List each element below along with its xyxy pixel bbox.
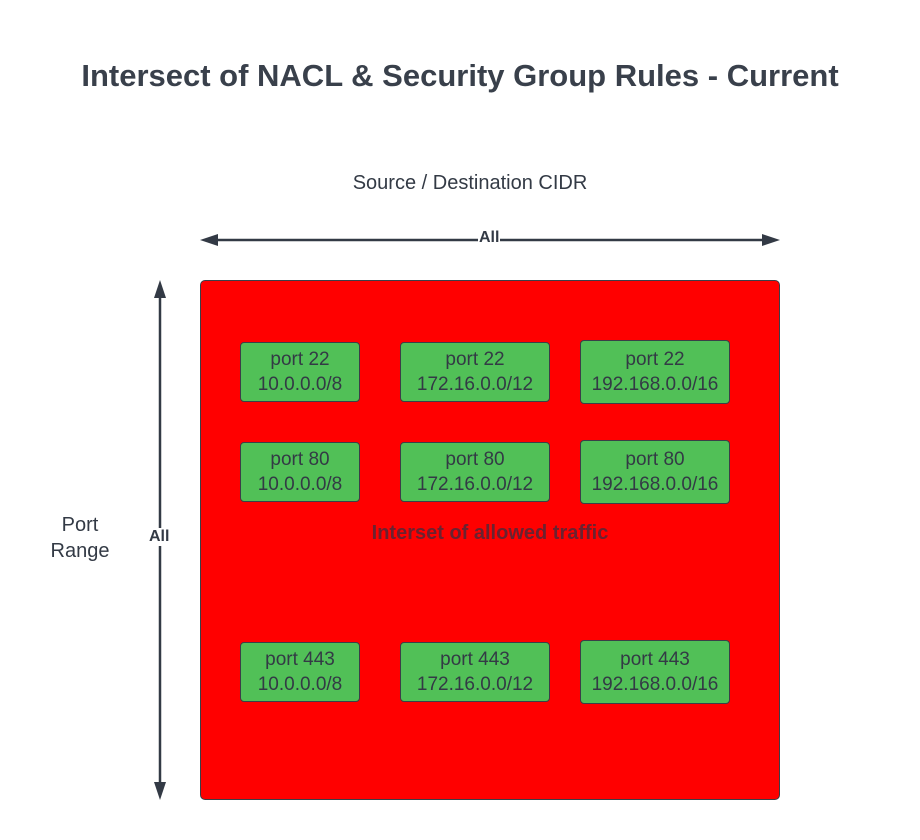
rule-cidr: 10.0.0.0/8	[257, 674, 343, 695]
x-arrowhead-right	[762, 234, 780, 246]
rule-port: port 443	[265, 649, 335, 670]
rule-cidr: 172.16.0.0/12	[416, 374, 534, 395]
rule-box[interactable]: port 22 10.0.0.0/8	[240, 342, 360, 402]
rule-cidr: 172.16.0.0/12	[416, 474, 534, 495]
rule-port: port 443	[620, 649, 690, 670]
rule-box[interactable]: port 22 192.168.0.0/16	[580, 340, 730, 404]
y-axis-label-line2: Range	[50, 540, 110, 562]
rule-port: port 443	[440, 649, 510, 670]
y-arrowhead-top	[154, 280, 166, 298]
x-axis-range-label: All	[478, 229, 501, 247]
rule-box[interactable]: port 80 192.168.0.0/16	[580, 440, 730, 504]
rule-box[interactable]: port 22 172.16.0.0/12	[400, 342, 550, 402]
rule-cidr: 10.0.0.0/8	[257, 374, 343, 395]
x-axis-label: Source / Destination CIDR	[352, 172, 588, 194]
region-label: Interset of allowed traffic	[371, 522, 609, 544]
rule-port: port 22	[445, 349, 505, 370]
rule-box[interactable]: port 443 192.168.0.0/16	[580, 640, 730, 704]
rule-port: port 80	[270, 449, 330, 470]
diagram-title: Intersect of NACL & Security Group Rules…	[81, 58, 839, 93]
rule-box[interactable]: port 443 10.0.0.0/8	[240, 642, 360, 702]
y-axis-label: Port Range	[30, 512, 130, 564]
rule-box[interactable]: port 443 172.16.0.0/12	[400, 642, 550, 702]
rule-port: port 80	[625, 449, 685, 470]
rule-port: port 22	[625, 349, 685, 370]
x-arrowhead-left	[200, 234, 218, 246]
y-axis-label-line1: Port	[61, 514, 99, 536]
rule-port: port 80	[445, 449, 505, 470]
rule-box[interactable]: port 80 10.0.0.0/8	[240, 442, 360, 502]
y-axis-range-label: All	[148, 528, 171, 546]
rule-cidr: 192.168.0.0/16	[591, 674, 719, 695]
rule-cidr: 192.168.0.0/16	[591, 374, 719, 395]
rule-cidr: 172.16.0.0/12	[416, 674, 534, 695]
rule-cidr: 10.0.0.0/8	[257, 474, 343, 495]
rule-cidr: 192.168.0.0/16	[591, 474, 719, 495]
y-arrowhead-bottom	[154, 782, 166, 800]
rule-port: port 22	[270, 349, 330, 370]
rule-box[interactable]: port 80 172.16.0.0/12	[400, 442, 550, 502]
